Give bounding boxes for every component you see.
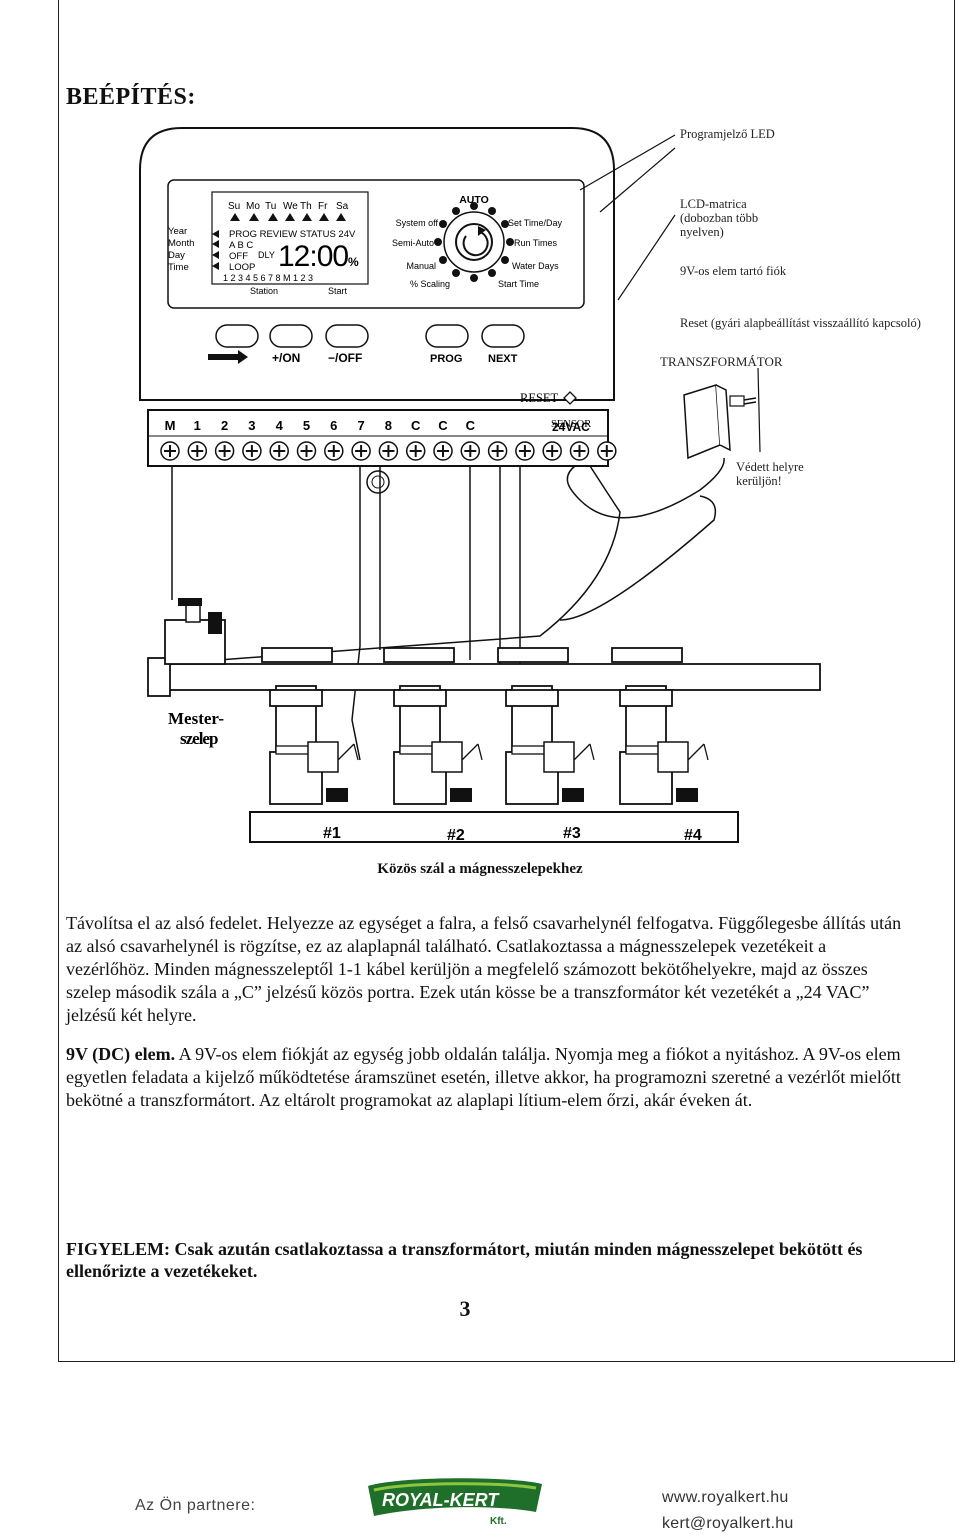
terminal-label: 8	[385, 418, 392, 433]
lcd-screen	[211, 191, 369, 285]
battery-text: A 9V-os elem fiókját az egység jobb olda…	[66, 1044, 901, 1110]
dial-scaling: % Scaling	[410, 279, 450, 289]
lcd-numbers: 1 2 3 4 5 6 7 8 M 1 2 3	[223, 273, 313, 283]
master-valve-icon	[164, 598, 226, 665]
zone-valves	[269, 741, 709, 805]
royal-kert-logo: ROYAL-KERT Kft.	[368, 1478, 542, 1527]
footer-web[interactable]: www.royalkert.hu	[662, 1489, 789, 1506]
lcd-day-th: Th	[300, 201, 312, 212]
annotation-lcd-matrica: LCD-matrica (dobozban több nyelven)	[680, 197, 759, 239]
terminal-label: 5	[303, 418, 310, 433]
footer-partner: Az Ön partnere:	[135, 1497, 256, 1514]
annotation-protected: Védett helyre kerüljön!	[736, 460, 804, 488]
lcd-loop: LOOP	[229, 262, 255, 273]
master-valve-label-2: szelep	[180, 729, 218, 748]
reset-label: RESET	[520, 391, 559, 405]
vac-label: 24VAC	[552, 420, 590, 434]
dial-water-days: Water Days	[512, 261, 559, 271]
arrow-right-icon	[208, 350, 248, 364]
lcd-left-time: Time	[168, 262, 189, 273]
valve-label-4: #4	[684, 827, 702, 844]
battery-heading: 9V (DC) elem.	[66, 1044, 176, 1064]
lcd-day-we: We	[283, 201, 298, 212]
sensor-label: SENSOR	[551, 419, 591, 430]
lcd-off: OFF	[229, 251, 248, 262]
page-number: 3	[459, 1296, 471, 1321]
terminal-label: 7	[357, 418, 364, 433]
annotation-led: Programjelző LED	[680, 127, 775, 141]
button-off-label: −/OFF	[328, 351, 362, 365]
lcd-left-month: Month	[168, 238, 194, 249]
terminal-label: 6	[330, 418, 337, 433]
lcd-row1: PROG REVIEW STATUS 24V	[229, 229, 356, 240]
lcd-left-year: Year	[168, 226, 187, 237]
day-markers	[230, 213, 346, 221]
terminal-label: 1	[194, 418, 201, 433]
lcd-day-fr: Fr	[318, 201, 328, 212]
lcd-day-mo: Mo	[246, 201, 260, 212]
paragraph-battery: 9V (DC) elem. A 9V-os elem fiókját az eg…	[66, 1043, 906, 1112]
lcd-day-sa: Sa	[336, 201, 349, 212]
zone-valve-1	[269, 741, 359, 805]
terminal-label: 4	[276, 418, 284, 433]
master-valve-label-1: Mester-	[168, 709, 224, 728]
page-frame	[58, 0, 955, 1362]
caption: Közös szál a mágnesszelepekhez	[377, 861, 583, 877]
lcd-day-su: Su	[228, 201, 240, 212]
reset-diamond-icon	[563, 391, 577, 405]
lcd-abc: A B C	[229, 240, 253, 251]
lcd-percent: %	[348, 255, 359, 269]
lcd-time: 12:00	[278, 240, 348, 273]
terminal-strip	[147, 409, 609, 467]
terminal-label: 2	[221, 418, 228, 433]
zone-valve-3	[505, 741, 595, 805]
footer-email[interactable]: kert@royalkert.hu	[662, 1515, 794, 1532]
logo-brand: ROYAL-KERT	[382, 1490, 500, 1510]
lcd-left-day: Day	[168, 250, 185, 261]
terminal-label: C	[438, 418, 448, 433]
terminal-label: C	[466, 418, 476, 433]
lcd-left-arrows	[212, 230, 219, 270]
paragraph-installation: Távolítsa el az alsó fedelet. Helyezze a…	[66, 913, 902, 1025]
footer-contact: www.royalkert.hu kert@royalkert.hu	[662, 1485, 794, 1537]
dial-manual: Manual	[406, 261, 436, 271]
dial-start-time: Start Time	[498, 279, 539, 289]
lcd-start: Start	[328, 286, 348, 296]
button-prog-label: PROG	[430, 353, 462, 365]
lcd-station: Station	[250, 286, 278, 296]
dial-semi-auto: Semi-Auto	[392, 238, 434, 248]
page-title: BEÉPÍTÉS:	[66, 84, 196, 110]
dial-set-time: Set Time/Day	[508, 218, 563, 228]
annotation-transformer: TRANSZFORMÁTOR	[660, 354, 783, 369]
pipe-manifold	[147, 647, 821, 787]
valve-label-3: #3	[563, 825, 581, 842]
dial-auto: AUTO	[459, 194, 489, 206]
valve-label-2: #2	[447, 827, 465, 844]
lcd-day-tu: Tu	[265, 201, 276, 212]
transformer-icon	[683, 367, 761, 460]
annotation-reset: Reset (gyári alapbeállítást visszaállító…	[680, 316, 921, 330]
zone-valve-2	[393, 741, 483, 805]
dial-run-times: Run Times	[514, 238, 558, 248]
dial-system-off: System off	[396, 218, 439, 228]
body-text: Távolítsa el az alsó fedelet. Helyezze a…	[66, 912, 906, 1128]
valve-label-box	[249, 811, 739, 843]
warning: FIGYELEM: Csak azután csatlakoztassa a t…	[66, 1239, 863, 1281]
button-next-label: NEXT	[488, 353, 518, 365]
terminal-label: C	[411, 418, 421, 433]
lcd-dly: DLY	[258, 250, 275, 260]
button-on-label: +/ON	[272, 351, 300, 365]
annotation-battery-drawer: 9V-os elem tartó fiók	[680, 264, 787, 278]
mode-dial	[434, 202, 514, 282]
valve-label-1: #1	[323, 825, 341, 842]
terminal-screws	[160, 441, 617, 461]
logo-brand-sub: Kft.	[490, 1516, 507, 1527]
control-buttons	[215, 324, 525, 348]
terminal-label: 3	[248, 418, 255, 433]
terminal-label: M	[165, 418, 176, 433]
zone-valve-4	[619, 741, 709, 805]
